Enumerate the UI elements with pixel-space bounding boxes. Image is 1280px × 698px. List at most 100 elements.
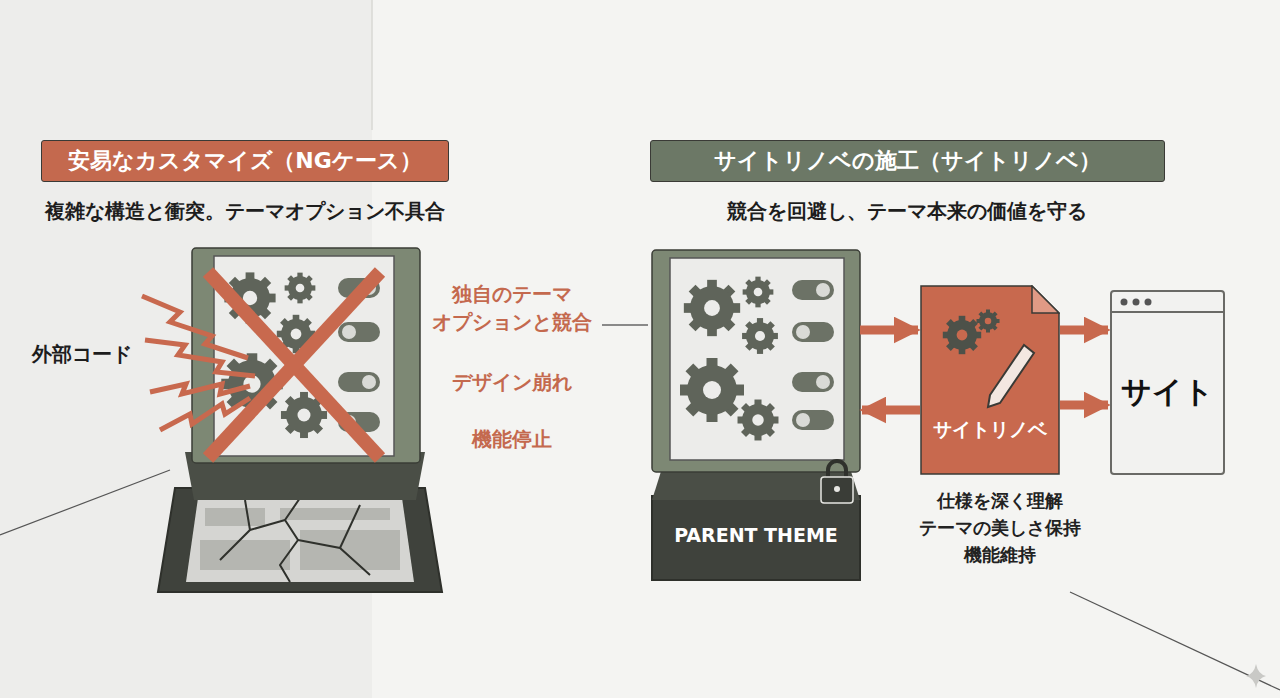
background-line: [1070, 592, 1280, 690]
gear-icon: [742, 318, 778, 354]
document-outline: [921, 286, 1059, 474]
toggle-switch: [792, 322, 834, 342]
flow-arrow: [860, 326, 918, 335]
toggle-knob: [796, 413, 810, 427]
crack-line: [340, 505, 360, 548]
tablet-frame: [192, 248, 420, 463]
pencil-icon: [988, 345, 1034, 407]
gear-hole: [754, 288, 763, 297]
screen-block: [300, 530, 400, 570]
lock-shackle: [828, 461, 846, 478]
subtitle: 複雑な構造と衝突。テーマオプション不具合: [45, 197, 445, 225]
toggle-knob: [342, 325, 356, 339]
problem-label: 機能停止: [472, 425, 552, 453]
lightning-bolt: [142, 296, 248, 358]
node-label: PARENT THEME: [674, 524, 838, 546]
background-line: [371, 0, 373, 130]
background-region: [372, 0, 1280, 698]
toggle-switch: [792, 410, 834, 430]
gear-hole: [957, 330, 968, 341]
toggle-knob: [796, 325, 810, 339]
theme-frame: [652, 250, 860, 472]
gear-body: [746, 280, 770, 304]
gear-icon: [738, 400, 779, 441]
benefit-label: 仕様を深く理解: [937, 488, 1063, 513]
node-label: サイト: [1121, 372, 1214, 413]
gear-hole: [291, 329, 302, 340]
lock-icon: [821, 477, 853, 503]
crack-line: [245, 500, 250, 530]
gear-icon: [976, 309, 999, 332]
gear-hole: [703, 381, 721, 399]
cross-mark: [208, 272, 380, 458]
screen-block: [280, 508, 390, 520]
background-line: [0, 470, 170, 535]
gear-body: [979, 312, 997, 330]
gear-body: [742, 404, 774, 436]
header-text: 安易なカスタマイズ（NGケース）: [68, 146, 421, 176]
screen-block: [205, 508, 265, 526]
sparkle-mark: [1246, 664, 1266, 688]
problem-label: デザイン崩れ: [452, 368, 572, 396]
document-shape: [920, 285, 1060, 475]
window-dot: [1145, 299, 1152, 306]
toggle-switch: [792, 280, 834, 300]
gear-body: [746, 322, 774, 350]
renovation-document: サイトリノベ: [920, 285, 1060, 475]
gear-body: [288, 276, 312, 300]
toggle-knob: [816, 283, 830, 297]
lightning-bolt: [160, 398, 250, 430]
gear-body: [947, 320, 977, 350]
gear-hole: [752, 414, 764, 426]
cross-mark: [208, 272, 380, 458]
header-band: 安易なカスタマイズ（NGケース）: [41, 140, 449, 182]
gear-hole: [755, 331, 765, 341]
leader-line: [602, 324, 648, 326]
gear-hole: [298, 409, 311, 422]
lightning-bolt: [145, 340, 255, 376]
gear-icon: [285, 273, 316, 304]
broken-base: [158, 488, 442, 592]
gear-body: [286, 397, 322, 433]
header-text: サイトリノベの施工（サイトリノベ）: [714, 146, 1101, 176]
window-dot: [1121, 299, 1128, 306]
benefit-label: 機能維持: [964, 542, 1036, 567]
node-label: サイトリノベ: [933, 417, 1047, 443]
toggle-knob: [362, 375, 376, 389]
screen-block: [200, 540, 290, 570]
theme-panel: [670, 258, 844, 460]
toggle-knob: [816, 375, 830, 389]
broken-screen: [186, 498, 414, 582]
subtitle: 競合を回避し、テーマ本来の価値を守る: [727, 197, 1087, 225]
flow-arrow: [1060, 326, 1108, 335]
gear-hole: [704, 300, 720, 316]
gear-hole: [296, 284, 305, 293]
benefit-label: テーマの美しさ保持: [919, 515, 1081, 540]
problem-label: 独自のテーマ オプションと競合: [422, 280, 602, 336]
code-label: 外部コード: [32, 340, 132, 368]
flow-arrow: [1060, 401, 1108, 410]
flow-arrow: [862, 406, 920, 415]
window-dot: [1133, 299, 1140, 306]
toggle-switch: [338, 322, 380, 342]
theme-base: [652, 496, 860, 580]
site-window: サイト: [1110, 290, 1225, 475]
window-bar: [1112, 311, 1223, 313]
document-fold: [1032, 286, 1059, 313]
gear-icon: [943, 316, 981, 354]
gear-icon: [743, 277, 774, 308]
crack-line: [280, 498, 300, 582]
gear-icon: [680, 358, 744, 422]
parent-theme: PARENT THEME: [652, 250, 860, 580]
header-band: サイトリノベの施工（サイトリノベ）: [650, 140, 1165, 182]
gear-icon: [684, 280, 740, 336]
gear-body: [687, 365, 737, 415]
crack-line: [298, 540, 370, 575]
crack-line: [220, 520, 285, 560]
gear-body: [690, 286, 734, 330]
toggle-switch: [792, 372, 834, 392]
lightning-bolt: [150, 384, 250, 394]
